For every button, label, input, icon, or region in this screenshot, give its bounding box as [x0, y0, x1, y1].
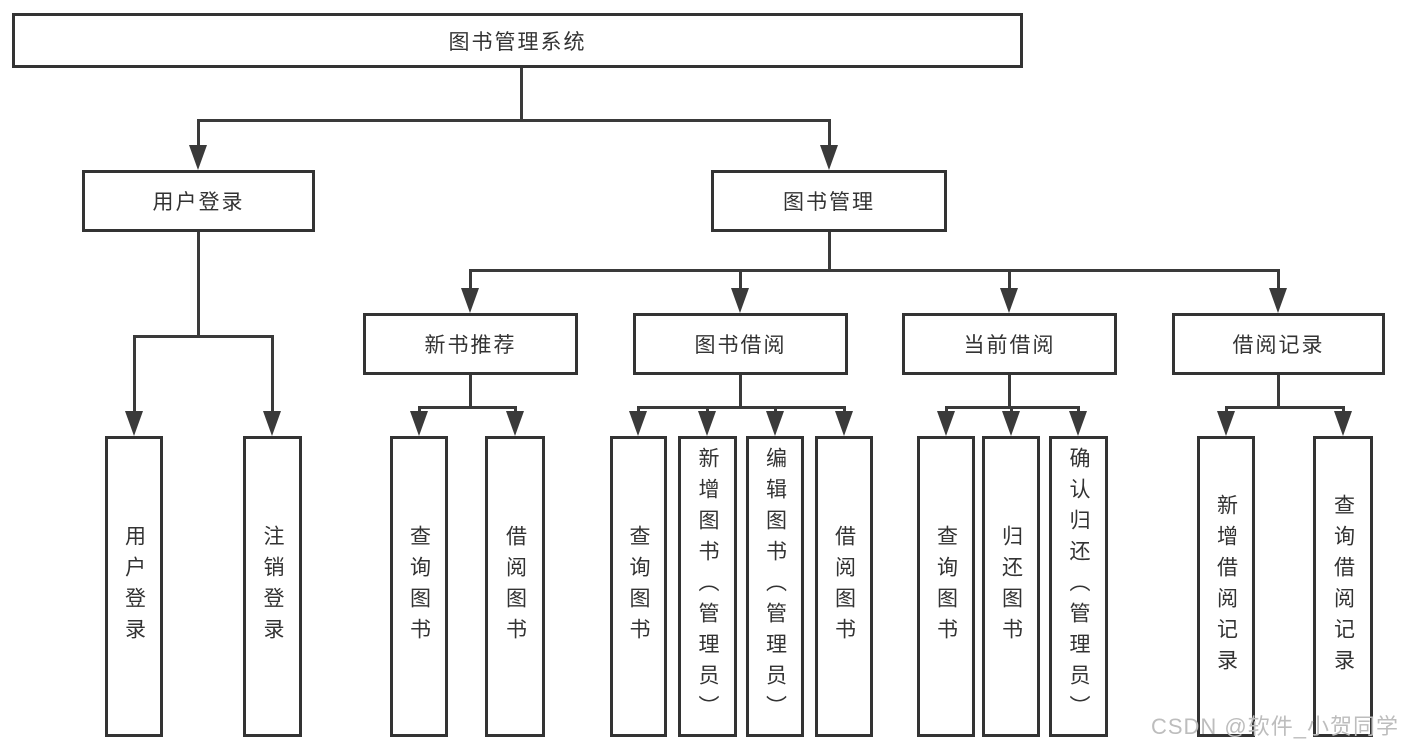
node-label: 查询借阅记录 — [1331, 493, 1355, 680]
connector-line — [520, 68, 523, 121]
connector-line — [1277, 269, 1280, 291]
node-edit-books-admin: 编辑图书（管理员） — [746, 436, 804, 737]
node-label: 新增借阅记录 — [1214, 493, 1238, 680]
node-label: 图书管理系统 — [448, 30, 587, 54]
node-label: 用户登录 — [122, 524, 146, 649]
connector-line — [739, 269, 742, 291]
connector-line — [706, 406, 709, 414]
node-label: 当前借阅 — [963, 334, 1056, 357]
node-user-login: 用户登录 — [82, 170, 315, 232]
arrow-down-icon — [1334, 411, 1352, 436]
node-label: 新增图书（管理员） — [696, 447, 719, 726]
arrow-down-icon — [1269, 288, 1287, 313]
node-label: 借阅图书 — [832, 524, 856, 649]
arrow-down-icon — [461, 288, 479, 313]
connector-line — [197, 232, 200, 337]
connector-line — [637, 406, 845, 409]
node-label: 查询图书 — [934, 524, 958, 649]
node-return-books: 归还图书 — [982, 436, 1040, 737]
arrow-down-icon — [698, 411, 716, 436]
arrow-down-icon — [1069, 411, 1087, 436]
node-label: 图书借阅 — [694, 334, 787, 357]
connector-line — [133, 335, 274, 338]
node-borrowing-records: 借阅记录 — [1172, 313, 1385, 375]
connector-line — [945, 406, 948, 414]
node-label: 借阅记录 — [1232, 334, 1325, 357]
node-label: 确认归还（管理员） — [1067, 447, 1090, 726]
connector-line — [1008, 269, 1011, 291]
connector-line — [739, 375, 742, 408]
node-library-system: 图书管理系统 — [12, 13, 1023, 68]
arrow-down-icon — [263, 411, 281, 436]
node-confirm-return-admin: 确认归还（管理员） — [1049, 436, 1108, 737]
node-label: 归还图书 — [999, 524, 1023, 649]
arrow-down-icon — [410, 411, 428, 436]
connector-line — [828, 119, 831, 149]
node-book-borrowing: 图书借阅 — [633, 313, 848, 375]
node-borrow-books-recommend: 借阅图书 — [485, 436, 545, 737]
node-logout-leaf: 注销登录 — [243, 436, 302, 737]
connector-line — [469, 269, 472, 291]
connector-line — [637, 406, 640, 414]
node-query-borrow-record: 查询借阅记录 — [1313, 436, 1373, 737]
node-borrow-books-borrowing: 借阅图书 — [815, 436, 873, 737]
node-label: 注销登录 — [261, 524, 284, 649]
node-add-books-admin: 新增图书（管理员） — [678, 436, 737, 737]
arrow-down-icon — [937, 411, 955, 436]
arrow-down-icon — [1000, 288, 1018, 313]
arrow-down-icon — [1002, 411, 1020, 436]
node-user-login-leaf: 用户登录 — [105, 436, 163, 737]
arrow-down-icon — [629, 411, 647, 436]
connector-line — [1008, 375, 1011, 408]
node-query-books-current: 查询图书 — [917, 436, 975, 737]
node-query-books-recommend: 查询图书 — [390, 436, 448, 737]
connector-line — [133, 335, 136, 413]
connector-line — [774, 406, 777, 414]
node-label: 用户登录 — [152, 191, 245, 214]
connector-line — [1010, 406, 1013, 414]
node-add-borrow-record: 新增借阅记录 — [1197, 436, 1255, 737]
node-current-borrowing: 当前借阅 — [902, 313, 1117, 375]
arrow-down-icon — [835, 411, 853, 436]
node-book-management: 图书管理 — [711, 170, 947, 232]
connector-line — [418, 406, 421, 414]
node-label: 查询图书 — [627, 524, 650, 649]
node-label: 编辑图书（管理员） — [763, 447, 787, 726]
node-label: 图书管理 — [783, 191, 875, 214]
node-query-books-borrowing: 查询图书 — [610, 436, 667, 737]
node-label: 借阅图书 — [503, 524, 527, 649]
connector-line — [469, 375, 472, 408]
node-new-book-recommendation: 新书推荐 — [363, 313, 578, 375]
connector-line — [1342, 406, 1345, 414]
connector-line — [1225, 406, 1228, 414]
arrow-down-icon — [731, 288, 749, 313]
connector-line — [1277, 375, 1280, 408]
connector-line — [843, 406, 846, 414]
connector-line — [469, 269, 1280, 272]
connector-line — [197, 119, 200, 149]
connector-line — [1225, 406, 1344, 409]
connector-line — [271, 335, 274, 413]
arrow-down-icon — [820, 145, 838, 170]
arrow-down-icon — [766, 411, 784, 436]
arrow-down-icon — [125, 411, 143, 436]
arrow-down-icon — [189, 145, 207, 170]
connector-line — [514, 406, 517, 414]
connector-line — [1077, 406, 1080, 414]
arrow-down-icon — [506, 411, 524, 436]
arrow-down-icon — [1217, 411, 1235, 436]
node-label: 查询图书 — [407, 524, 431, 649]
node-label: 新书推荐 — [424, 334, 517, 357]
connector-line — [197, 119, 831, 122]
connector-line — [418, 406, 517, 409]
connector-line — [828, 232, 831, 272]
